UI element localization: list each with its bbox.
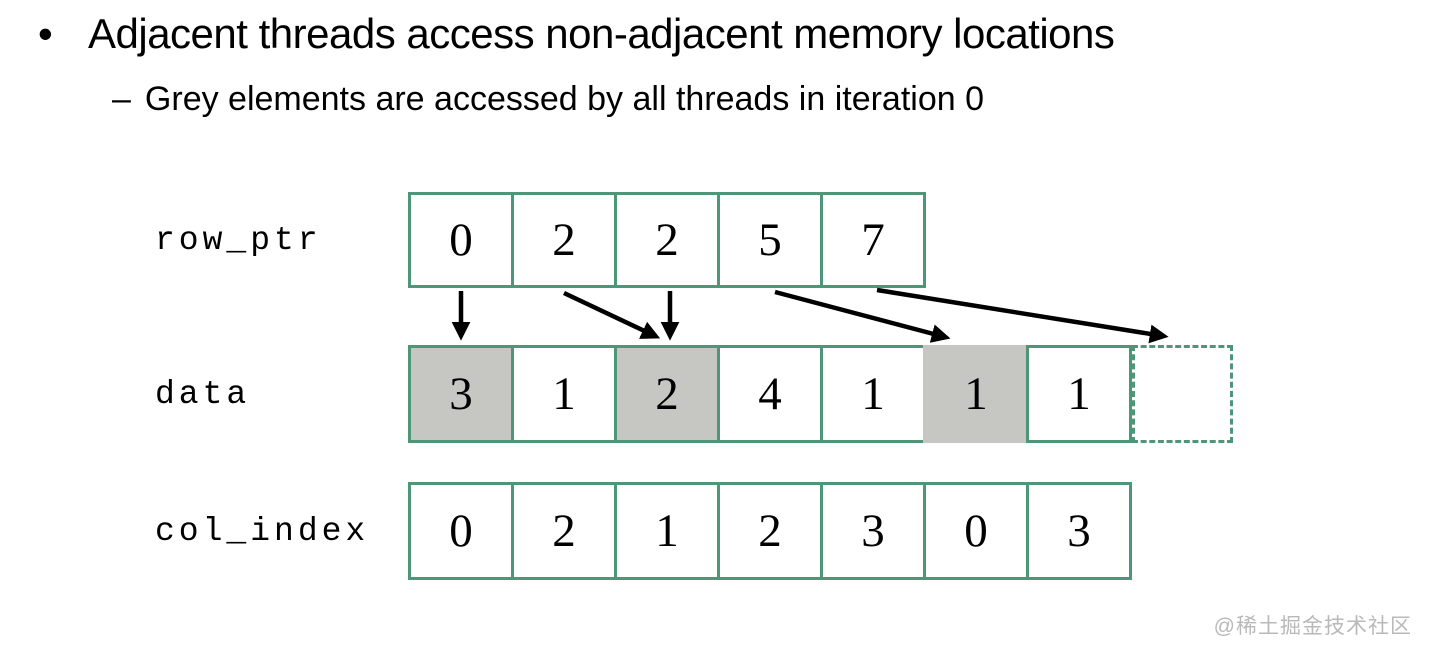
data-label: data xyxy=(155,375,251,413)
sub-bullet: –Grey elements are accessed by all threa… xyxy=(112,78,984,120)
row-ptr-cell-3: 5 xyxy=(717,195,820,285)
data-cell-2-grey: 2 xyxy=(614,348,717,440)
arrow-rowptr1-to-data2 xyxy=(563,290,661,339)
arrow-rowptr4-to-dashed xyxy=(876,287,1169,344)
data-cell-4: 1 xyxy=(820,348,923,440)
data-dashed-tail-cell xyxy=(1132,345,1233,443)
data-cell-6: 1 xyxy=(1026,348,1129,440)
col-index-cell-5: 0 xyxy=(923,485,1026,577)
col-index-cell-3: 2 xyxy=(717,485,820,577)
data-cell-1: 1 xyxy=(511,348,614,440)
row-ptr-array: 0 2 2 5 7 xyxy=(408,192,926,288)
col-index-cell-6: 3 xyxy=(1026,485,1129,577)
row-ptr-cell-4: 7 xyxy=(820,195,923,285)
row-ptr-label: row_ptr xyxy=(155,221,322,259)
watermark: @稀土掘金技术社区 xyxy=(1213,615,1412,638)
row-ptr-cell-1: 2 xyxy=(511,195,614,285)
data-cell-3: 4 xyxy=(717,348,820,440)
arrow-rowptr3-to-data5 xyxy=(774,289,951,343)
page-title: Adjacent threads access non-adjacent mem… xyxy=(88,10,1115,57)
data-cell-5-grey: 1 xyxy=(923,345,1026,443)
col-index-cell-4: 3 xyxy=(820,485,923,577)
col-index-cell-1: 2 xyxy=(511,485,614,577)
row-ptr-cell-2: 2 xyxy=(614,195,717,285)
bullet-icon: • xyxy=(38,10,53,57)
col-index-label: col_index xyxy=(155,512,370,550)
data-array: 3 1 2 4 1 1 1 xyxy=(408,345,1132,443)
col-index-cell-0: 0 xyxy=(411,485,511,577)
row-ptr-cell-0: 0 xyxy=(411,195,511,285)
col-index-array: 0 2 1 2 3 0 3 xyxy=(408,482,1132,580)
dash-icon: – xyxy=(112,80,131,118)
col-index-cell-2: 1 xyxy=(614,485,717,577)
sub-bullet-text: Grey elements are accessed by all thread… xyxy=(144,80,985,118)
data-cell-0-grey: 3 xyxy=(411,348,511,440)
